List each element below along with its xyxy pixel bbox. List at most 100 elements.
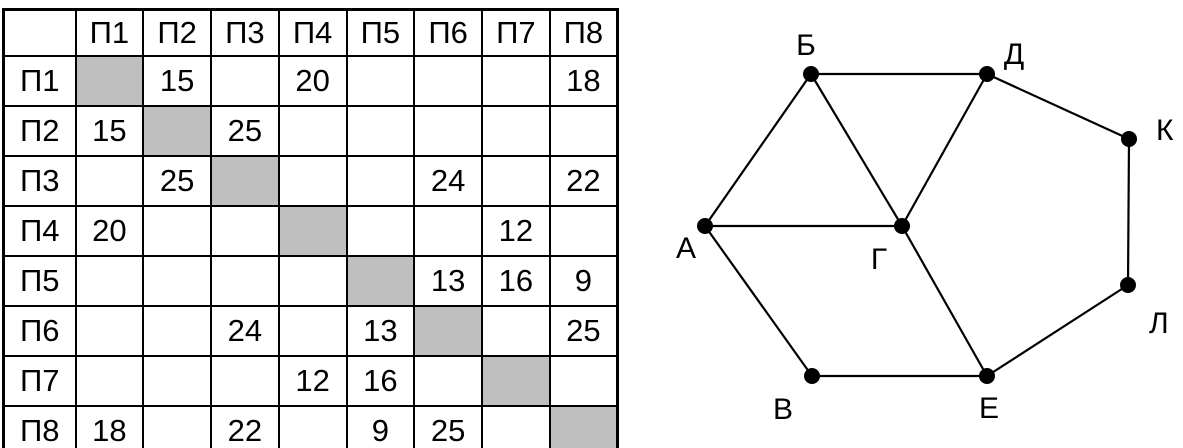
cell-П3-П3 — [210, 155, 280, 207]
cell-П2-П1: 15 — [74, 105, 145, 157]
cell-П5-П7: 16 — [481, 255, 551, 307]
vertex-label-А: А — [676, 232, 696, 265]
row-header-П4: П4 — [2, 205, 77, 257]
table-row-П3: П3 25 24 22 — [2, 155, 619, 207]
cell-П5-П6: 13 — [413, 255, 483, 307]
cell-П7-П2 — [142, 355, 212, 407]
cell-П3-П1 — [74, 155, 145, 207]
cell-П3-П7 — [481, 155, 551, 207]
column-header-П6: П6 — [413, 8, 483, 57]
cell-П2-П7 — [481, 105, 551, 157]
cell-П3-П2: 25 — [142, 155, 212, 207]
vertex-dot-Л — [1120, 277, 1136, 293]
graph-edge-Г-Д — [901, 73, 988, 227]
vertex-dot-А — [697, 218, 713, 234]
graph-edge-А-Б — [704, 73, 812, 227]
cell-П3-П5 — [345, 155, 416, 207]
cell-П4-П5 — [345, 205, 416, 257]
cell-П4-П3 — [210, 205, 280, 257]
graph-edge-К-Л — [1126, 138, 1131, 286]
table-corner-cell — [2, 8, 77, 57]
cell-П3-П8: 22 — [548, 155, 619, 207]
cell-П2-П4 — [277, 105, 348, 157]
cell-П5-П5 — [345, 255, 416, 307]
row-header-П6: П6 — [2, 305, 77, 357]
cell-П3-П4 — [277, 155, 348, 207]
cell-П6-П4 — [277, 305, 348, 357]
cell-П2-П8 — [548, 105, 619, 157]
cell-П1-П1 — [74, 55, 145, 107]
row-header-П8: П8 — [2, 405, 77, 448]
cell-П4-П6 — [413, 205, 483, 257]
column-header-П2: П2 — [142, 8, 212, 57]
cell-П1-П8: 18 — [548, 55, 619, 107]
row-header-П2: П2 — [2, 105, 77, 157]
vertex-label-В: В — [773, 393, 793, 426]
vertex-dot-К — [1121, 131, 1137, 147]
row-header-П7: П7 — [2, 355, 77, 407]
vertex-label-Л: Л — [1149, 307, 1169, 340]
cell-П7-П7 — [481, 355, 551, 407]
cell-П1-П2: 15 — [142, 55, 212, 107]
cell-П8-П3: 22 — [210, 405, 280, 448]
row-header-П5: П5 — [2, 255, 77, 307]
cell-П8-П1: 18 — [74, 405, 145, 448]
graph-edge-А-В — [704, 225, 813, 377]
vertex-dot-В — [804, 368, 820, 384]
cell-П1-П4: 20 — [277, 55, 348, 107]
graph-edge-Е-Л — [986, 284, 1129, 377]
cell-П5-П1 — [74, 255, 145, 307]
vertex-label-К: К — [1156, 114, 1174, 147]
cell-П7-П3 — [210, 355, 280, 407]
cell-П8-П8 — [548, 405, 619, 448]
row-header-П1: П1 — [2, 55, 77, 107]
cell-П7-П5: 16 — [345, 355, 416, 407]
cell-П1-П7 — [481, 55, 551, 107]
cell-П2-П2 — [142, 105, 212, 157]
vertex-label-Б: Б — [796, 29, 816, 62]
vertex-label-Г: Г — [871, 243, 887, 276]
cell-П4-П8 — [548, 205, 619, 257]
column-header-П5: П5 — [345, 8, 416, 57]
graph-edge-Б-Г — [810, 73, 903, 227]
cell-П1-П3 — [210, 55, 280, 107]
cell-П1-П5 — [345, 55, 416, 107]
cell-П8-П7 — [481, 405, 551, 448]
vertex-dot-Б — [803, 66, 819, 82]
cell-П6-П6 — [413, 305, 483, 357]
cell-П5-П8: 9 — [548, 255, 619, 307]
cell-П8-П5: 9 — [345, 405, 416, 448]
cell-П5-П3 — [210, 255, 280, 307]
graph-edge-Г-Е — [901, 225, 988, 377]
cell-П6-П8: 25 — [548, 305, 619, 357]
cell-П2-П3: 25 — [210, 105, 280, 157]
column-header-П7: П7 — [481, 8, 551, 57]
cell-П3-П6: 24 — [413, 155, 483, 207]
cell-П8-П6: 25 — [413, 405, 483, 448]
cell-П4-П7: 12 — [481, 205, 551, 257]
cell-П4-П2 — [142, 205, 212, 257]
cell-П4-П4 — [277, 205, 348, 257]
cell-П6-П3: 24 — [210, 305, 280, 357]
vertex-dot-Д — [979, 66, 995, 82]
column-header-П1: П1 — [74, 8, 145, 57]
table-row-П1: П1 15 20 18 — [2, 55, 619, 107]
cell-П4-П1: 20 — [74, 205, 145, 257]
cell-П6-П2 — [142, 305, 212, 357]
cell-П2-П5 — [345, 105, 416, 157]
cell-П7-П6 — [413, 355, 483, 407]
cell-П7-П1 — [74, 355, 145, 407]
cell-П7-П8 — [548, 355, 619, 407]
row-header-П3: П3 — [2, 155, 77, 207]
